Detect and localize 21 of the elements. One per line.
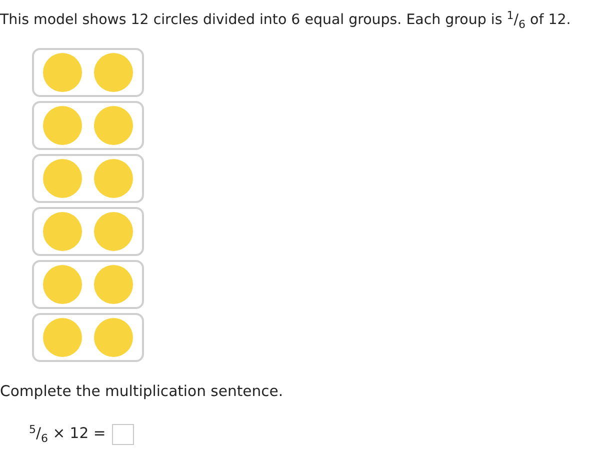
group-box [32, 48, 144, 97]
question-text: This model shows 12 circles divided into 6 equal groups. Each group is $^{1}$/$_{6}$ of 12. [0, 9, 571, 31]
equation-text: $^{5}$/$_{6}$ × 12 = [29, 423, 106, 445]
circle [94, 159, 133, 198]
group-box [32, 260, 144, 309]
circle [43, 53, 82, 92]
circle [43, 265, 82, 304]
circle [94, 212, 133, 251]
circle [94, 265, 133, 304]
group-box [32, 313, 144, 362]
instruction-text: Complete the multiplication sentence. [0, 382, 284, 402]
group-box [32, 207, 144, 256]
circle [94, 53, 133, 92]
group-box [32, 101, 144, 150]
circle [43, 106, 82, 145]
circle [94, 318, 133, 357]
circle [43, 212, 82, 251]
group-box [32, 154, 144, 203]
circle [94, 106, 133, 145]
circle [43, 318, 82, 357]
circle [43, 159, 82, 198]
